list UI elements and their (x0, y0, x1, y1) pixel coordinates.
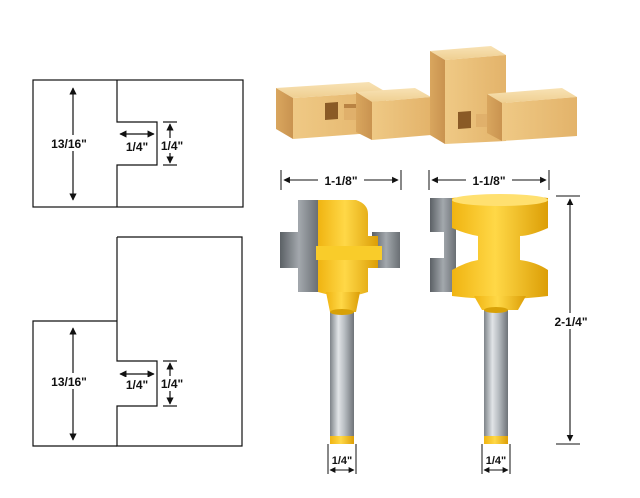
left-bit-shank-tip (330, 436, 354, 444)
rail-end (487, 94, 502, 141)
router-bit-right: 1-1/8" 1/4" 2-1/4" (428, 170, 596, 474)
profile-drawing-tongue (32, 79, 244, 208)
bottom-groove-height-label: 1/4" (161, 377, 183, 391)
right-bit-shank (484, 310, 508, 440)
rail-tongue (476, 114, 487, 127)
right-bit-top-face (452, 194, 548, 206)
post-top (430, 46, 506, 60)
right-shank-label-bg (483, 453, 509, 467)
right-bit-width-label-bg (466, 172, 512, 188)
groove-piece-outline (116, 236, 243, 447)
rail-front (502, 97, 577, 141)
board-b-tongue (344, 108, 356, 120)
board-b-end (356, 92, 372, 140)
mating-piece-outline (32, 320, 117, 447)
wood-joint-vertical (430, 46, 577, 144)
left-bit-width-label: 1-1/8" (324, 174, 357, 188)
right-bit-height-label: 2-1/4" (554, 315, 587, 329)
post-groove (458, 111, 471, 129)
top-tongue-height-label: 1/4" (161, 139, 183, 153)
bottom-groove-width-label: 1/4" (126, 378, 148, 392)
left-bit-width-label-bg (318, 172, 364, 188)
left-bit-bearing-band (316, 246, 382, 260)
top-height-label: 13/16" (51, 137, 87, 151)
board-a-end (276, 88, 293, 139)
board-b-tongue-shade (344, 104, 356, 108)
groove-width-label-bg (121, 377, 153, 392)
right-bit-body (452, 195, 548, 299)
left-shank-label-bg (329, 453, 355, 467)
right-bit-shank-top (484, 307, 508, 313)
top-tongue-width-label: 1/4" (126, 140, 148, 154)
board-a-groove (325, 102, 338, 120)
right-bit-width-label: 1-1/8" (472, 174, 505, 188)
right-bit-shank-tip (484, 436, 508, 444)
tongue-height-label-bg (158, 138, 186, 153)
rail-top (487, 88, 577, 103)
wood-joint-horizontal (276, 82, 431, 140)
tongue-profile-line (116, 80, 158, 207)
left-bit-shank-top (330, 309, 354, 315)
height-label-bg (40, 135, 98, 151)
left-bit-carbide-left (280, 200, 318, 292)
bottom-height-label-bg (40, 373, 98, 389)
profile-drawing-groove (32, 236, 243, 447)
board-a-top (276, 82, 386, 98)
drawing-frame-top (32, 79, 244, 208)
left-bit-collar (326, 292, 360, 312)
board-b-front (372, 97, 431, 140)
right-bit-carbide (430, 198, 456, 292)
tongue-width-label-bg (121, 139, 153, 154)
router-bit-left: 1-1/8" 1/4" (280, 170, 402, 474)
right-bit-shank-label: 1/4" (486, 455, 507, 467)
left-bit-shank-label: 1/4" (332, 455, 353, 467)
post-side (430, 51, 445, 144)
bottom-height-label: 13/16" (51, 375, 87, 389)
left-bit-shank (330, 312, 354, 440)
board-b-top (356, 88, 431, 102)
groove-height-label-bg (158, 376, 186, 391)
right-bit-height-label-bg (546, 313, 596, 329)
right-bit-collar (474, 296, 526, 310)
